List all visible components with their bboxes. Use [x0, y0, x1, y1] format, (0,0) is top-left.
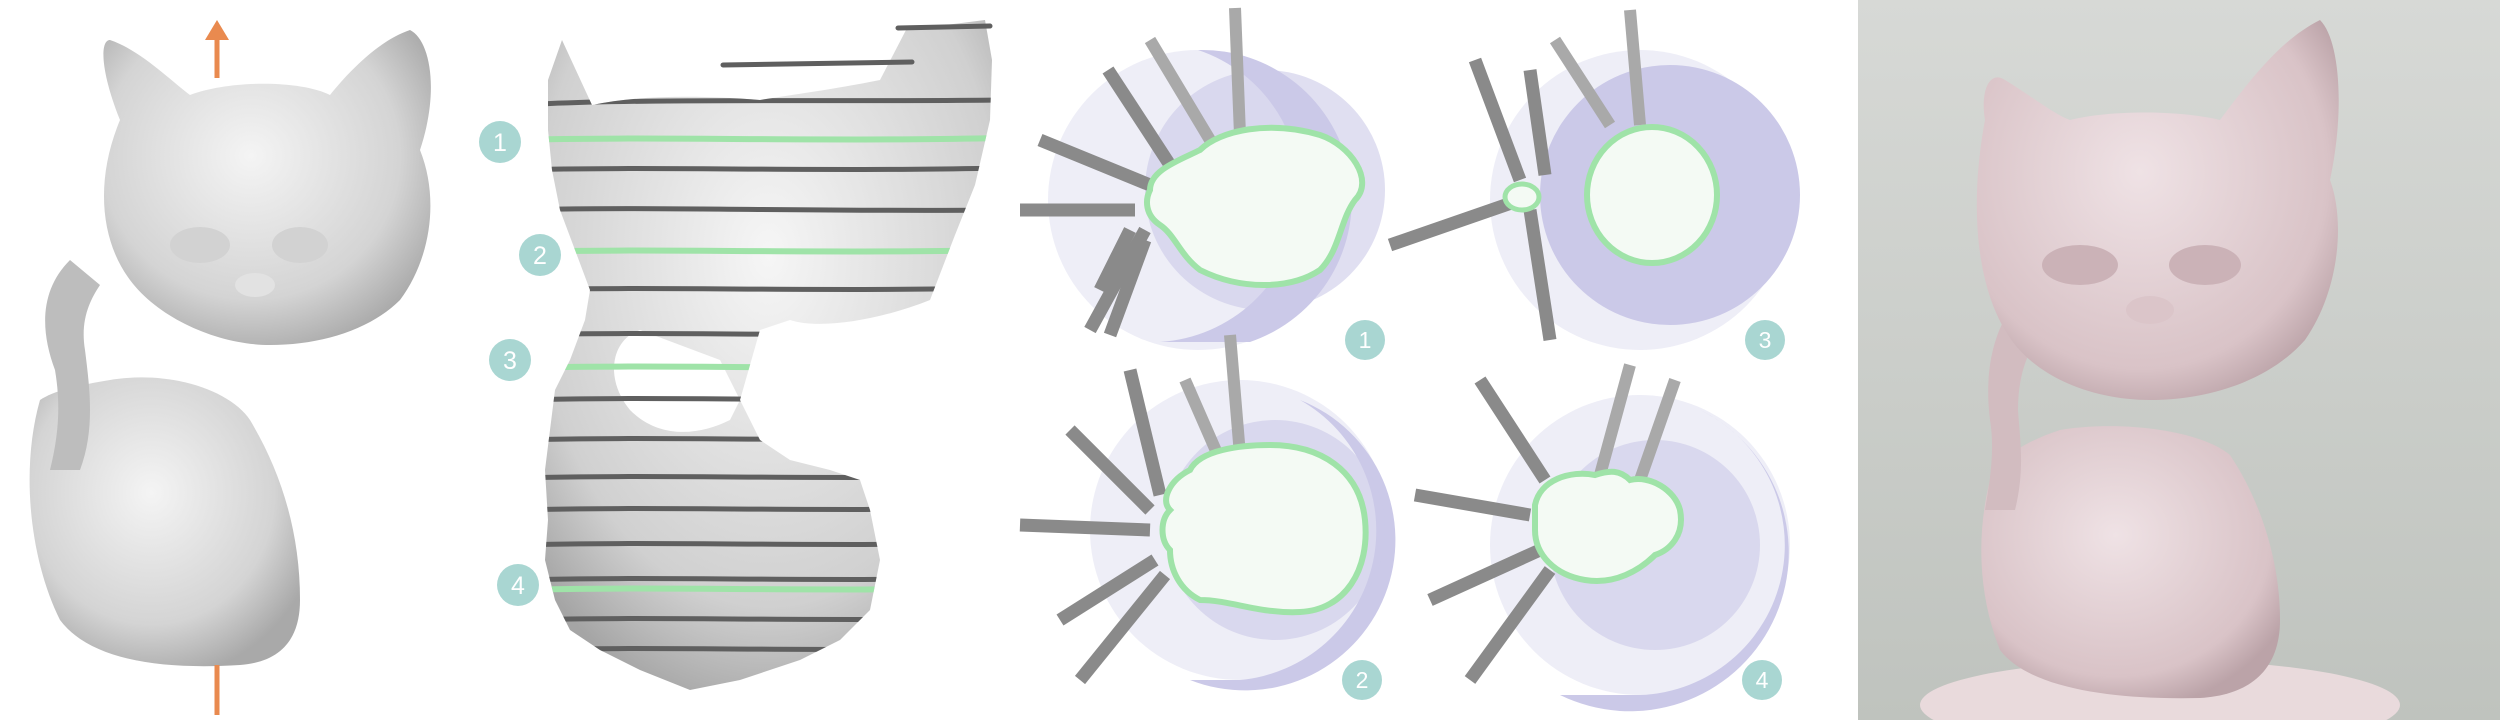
- cat-eye-right: [272, 227, 328, 263]
- slice-marker-1: 1: [479, 121, 521, 163]
- slice-marker-2: 2: [519, 234, 561, 276]
- section-3-large-outline: [1584, 124, 1720, 266]
- cat-nose: [235, 273, 275, 297]
- slice-marker-3-label: 3: [503, 347, 517, 375]
- tail-gap: [613, 330, 740, 432]
- cat-tail: [45, 260, 100, 470]
- slice-marker-2-label: 2: [533, 242, 547, 270]
- highlight-contour-1: [545, 135, 992, 143]
- printed-cat-body: [1981, 426, 2280, 699]
- cross-section-2: 2: [1019, 334, 1396, 700]
- slice-marker-3: 3: [489, 339, 531, 381]
- cross-section-1: 1: [1020, 7, 1385, 360]
- printed-eye-left: [2042, 245, 2118, 285]
- printed-nose: [2126, 296, 2174, 324]
- printed-cat-head: [1976, 20, 2339, 400]
- cat-eye-left: [170, 227, 230, 263]
- section-4-outline: [1532, 468, 1684, 584]
- cat-head: [103, 30, 431, 345]
- build-direction-arrowhead: [205, 20, 229, 40]
- section-1-label: 1: [1359, 327, 1372, 353]
- top-contour: [720, 59, 915, 68]
- sliced-cat-panel: 1 2 3 4: [479, 20, 993, 690]
- section-3-label: 3: [1759, 327, 1772, 353]
- section-2-outline: [1159, 441, 1369, 616]
- slice-marker-4-label: 4: [511, 572, 525, 600]
- highlight-contour-3: [545, 363, 992, 371]
- ear-contour: [895, 23, 993, 31]
- cat-model-panel: [29, 20, 431, 715]
- highlight-contour-4: [545, 585, 992, 593]
- highlight-contour-2: [545, 247, 992, 255]
- cat-body: [29, 377, 300, 667]
- printed-eye-right: [2169, 245, 2241, 285]
- slice-marker-4: 4: [497, 564, 539, 606]
- cross-section-4: 4: [1413, 363, 1790, 712]
- cross-sections-panel: 1 3: [1019, 7, 1800, 712]
- printed-cat-tail: [1985, 310, 2040, 510]
- section-1-outline: [1144, 124, 1366, 288]
- cross-section-3: 3: [1387, 9, 1800, 360]
- section-3-small-outline: [1502, 181, 1542, 213]
- section-2-label: 2: [1356, 667, 1369, 693]
- section-4-label: 4: [1756, 667, 1769, 693]
- slice-marker-1-label: 1: [493, 129, 507, 157]
- printed-photo-panel: [1858, 0, 2500, 725]
